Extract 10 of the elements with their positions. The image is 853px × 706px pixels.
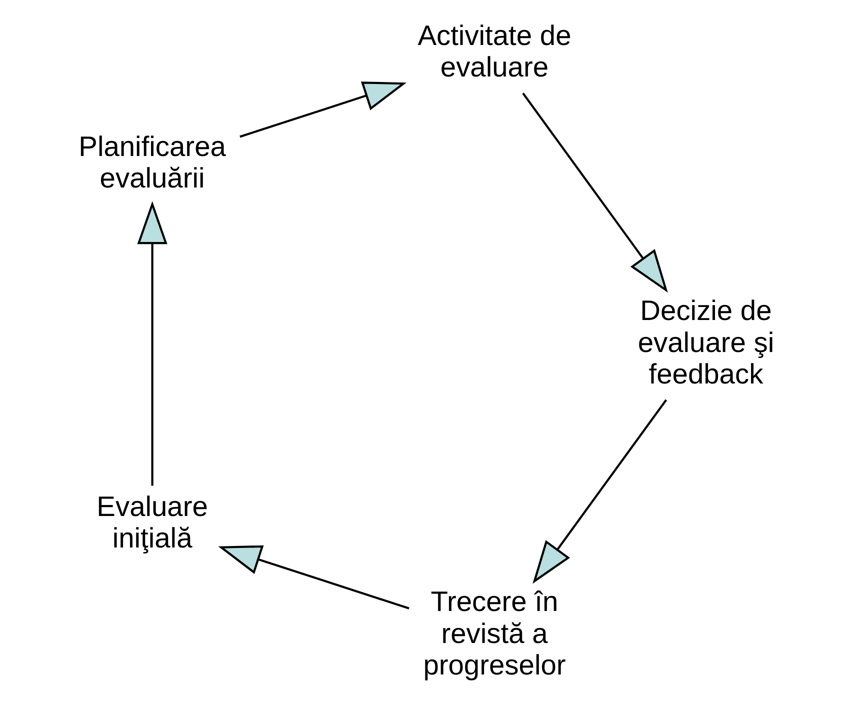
- arrow: [218, 545, 410, 610]
- node-text: Planificarea evaluării: [78, 130, 226, 194]
- arrow: [532, 399, 668, 584]
- node-text: Trecere în revistă a progreselor: [423, 585, 566, 681]
- node-text: Activitate de evaluare: [418, 18, 572, 83]
- arrow: [137, 201, 168, 486]
- node-text: Decizie de evaluare şi feedback: [638, 294, 774, 390]
- arrow: [240, 82, 407, 138]
- node-text: Evaluare iniţială: [96, 490, 208, 554]
- arrow: [522, 92, 668, 293]
